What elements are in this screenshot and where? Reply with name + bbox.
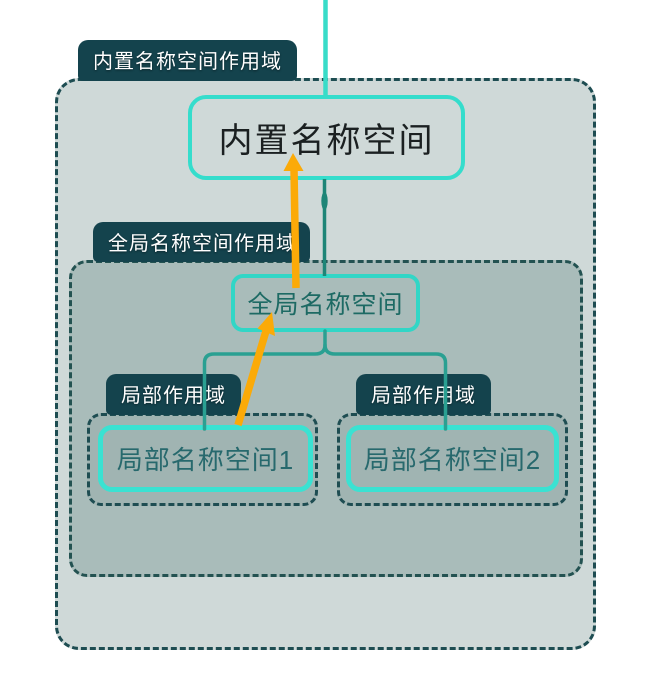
- local-namespace-2-label: 局部名称空间2: [363, 445, 542, 475]
- global-scope-tab: 全局名称空间作用域: [93, 222, 310, 262]
- local-scope-tab-2-label: 局部作用域: [371, 385, 476, 407]
- global-namespace-node: 全局名称空间: [231, 274, 420, 332]
- builtin-namespace-label: 内置名称空间: [218, 122, 435, 160]
- local-namespace-1-label: 局部名称空间1: [116, 445, 295, 475]
- builtin-scope-tab-label: 内置名称空间作用域: [93, 51, 282, 73]
- local-scope-tab-1: 局部作用域: [106, 374, 241, 415]
- local-scope-tab-1-label: 局部作用域: [121, 385, 226, 407]
- builtin-namespace-node: 内置名称空间: [188, 95, 465, 180]
- local-scope-tab-2: 局部作用域: [356, 374, 491, 415]
- builtin-scope-tab: 内置名称空间作用域: [78, 40, 297, 81]
- global-namespace-label: 全局名称空间: [247, 291, 404, 319]
- global-scope-tab-label: 全局名称空间作用域: [108, 232, 297, 255]
- local-namespace-node-2: 局部名称空间2: [346, 425, 559, 492]
- local-namespace-node-1: 局部名称空间1: [98, 425, 313, 492]
